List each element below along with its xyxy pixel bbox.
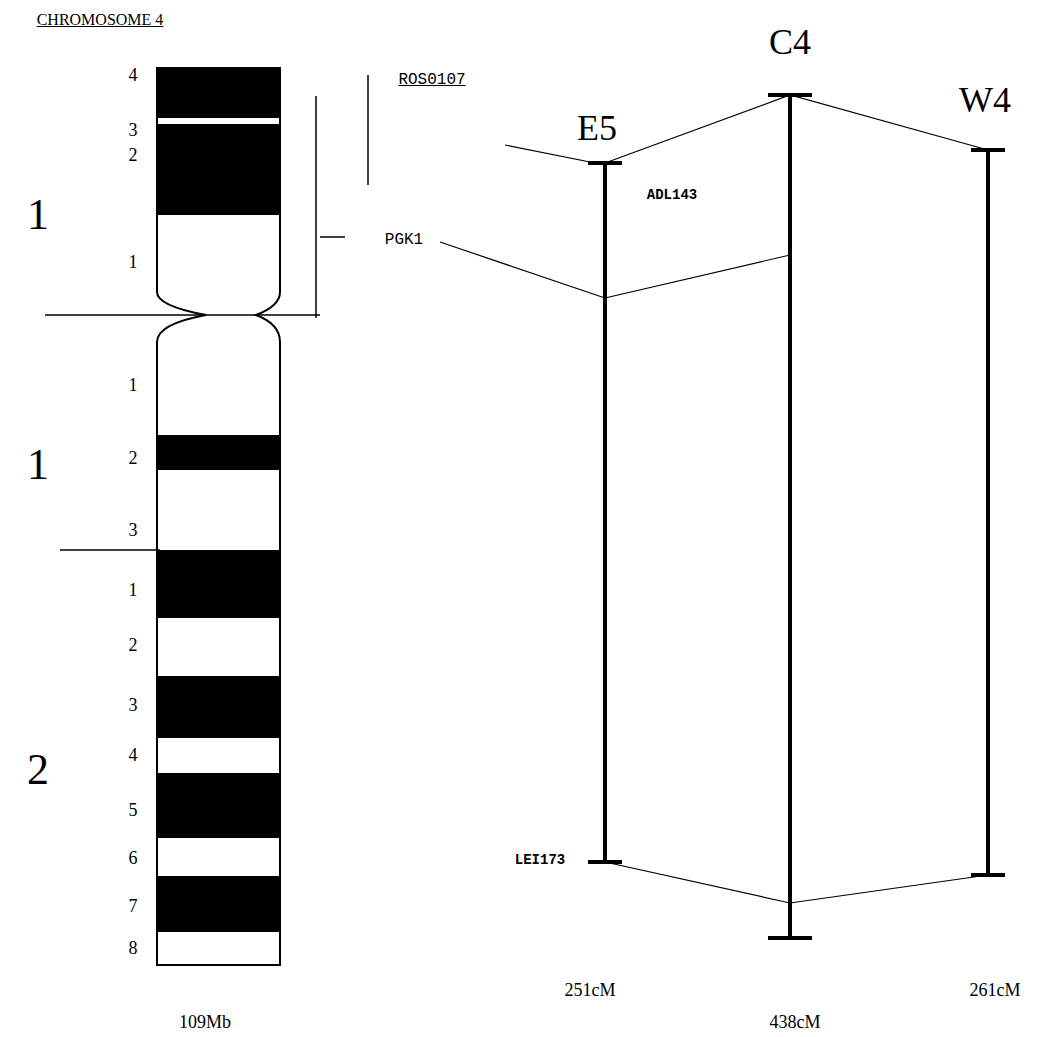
marker-name: ADL143 [647, 188, 697, 202]
marker-name: LEI173 [515, 853, 565, 867]
chromosome-outline [157, 68, 280, 965]
map-length: 438cM [770, 1013, 821, 1031]
marker-links [605, 95, 988, 903]
band-number: 2 [129, 146, 138, 164]
map-name: E5 [577, 110, 617, 146]
chromosome-size: 109Mb [179, 1013, 231, 1031]
band-number: 3 [129, 121, 138, 139]
band-number: 3 [129, 696, 138, 714]
region-number: 2 [27, 748, 49, 792]
region-number: 1 [27, 443, 49, 487]
map-length: 261cM [970, 981, 1021, 999]
marker-name: ROS0107 [398, 72, 465, 88]
figure-title: CHROMOSOME 4 [37, 12, 164, 28]
map-name: C4 [769, 24, 811, 60]
linkage-bars [588, 95, 1005, 938]
band-number: 4 [129, 66, 138, 84]
band-number: 2 [129, 636, 138, 654]
band-number: 1 [129, 581, 138, 599]
band-number: 5 [129, 801, 138, 819]
band-number: 3 [129, 521, 138, 539]
band-number: 1 [129, 376, 138, 394]
region-number: 1 [27, 193, 49, 237]
map-length: 251cM [565, 981, 616, 999]
marker-name: PGK1 [385, 232, 423, 248]
band-number: 4 [129, 746, 138, 764]
band-number: 7 [129, 897, 138, 915]
band-number: 6 [129, 849, 138, 867]
band-number: 2 [129, 449, 138, 467]
band-number: 1 [129, 253, 138, 271]
band-number: 8 [129, 939, 138, 957]
map-name: W4 [959, 82, 1011, 118]
chromosome-bands [150, 60, 290, 932]
